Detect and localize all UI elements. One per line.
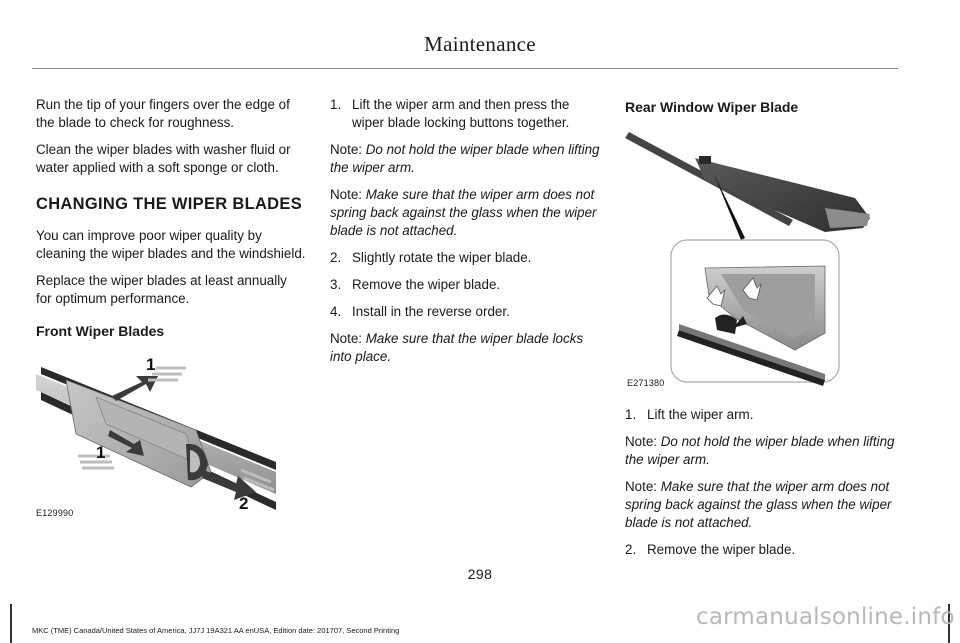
rear-step-1: 1. Lift the wiper arm. (625, 406, 900, 424)
middle-column: 1. Lift the wiper arm and then press the… (330, 96, 602, 375)
note-text: Do not hold the wiper blade when lifting… (625, 434, 895, 467)
step-number: 2. (330, 250, 342, 265)
rear-note-1: Note: Do not hold the wiper blade when l… (625, 433, 900, 469)
note-label: Note: (625, 479, 658, 494)
step-text: Slightly rotate the wiper blade. (352, 250, 532, 265)
step-text: Lift the wiper arm. (647, 407, 754, 422)
front-wiper-drawing (36, 366, 276, 510)
rear-wiper-drawing (625, 132, 870, 386)
section-title: CHANGING THE WIPER BLADES (36, 195, 303, 213)
note-text: Make sure that the wiper arm does not sp… (625, 479, 892, 530)
crop-mark-left (10, 604, 12, 643)
paragraph-improve-quality: You can improve poor wiper quality by cl… (36, 228, 306, 261)
note-1: Note: Do not hold the wiper blade when l… (330, 141, 602, 177)
paragraph-clean-blades: Clean the wiper blades with washer fluid… (36, 142, 291, 175)
step-4: 4. Install in the reverse order. (330, 303, 602, 321)
note-label: Note: (330, 187, 363, 202)
edition-footer: MKC (TME) Canada/United States of Americ… (32, 626, 400, 635)
step-1: 1. Lift the wiper arm and then press the… (330, 96, 602, 132)
note-text: Make sure that the wiper blade locks int… (330, 331, 584, 364)
step-3: 3. Remove the wiper blade. (330, 276, 602, 294)
header-divider (32, 68, 898, 69)
page-title: Maintenance (424, 32, 536, 56)
left-column: Run the tip of your fingers over the edg… (36, 96, 306, 527)
front-wiper-illustration: 1 1 2 E129990 (36, 352, 276, 527)
front-wiper-title: Front Wiper Blades (36, 323, 165, 339)
step-2: 2. Slightly rotate the wiper blade. (330, 249, 602, 267)
rear-wiper-title: Rear Window Wiper Blade (625, 99, 799, 115)
step-text: Remove the wiper blade. (647, 542, 796, 557)
step-number: 1. (330, 97, 342, 112)
figure-code: E271380 (627, 378, 665, 388)
note-3: Note: Make sure that the wiper blade loc… (330, 330, 602, 366)
step-text: Lift the wiper arm and then press the wi… (352, 97, 570, 130)
crop-mark-right (948, 604, 950, 643)
rear-note-2: Note: Make sure that the wiper arm does … (625, 478, 900, 532)
figure-code: E129990 (36, 508, 74, 518)
note-label: Note: (625, 434, 658, 449)
step-number: 1. (625, 407, 637, 422)
note-label: Note: (330, 331, 363, 346)
paragraph-replace-annually: Replace the wiper blades at least annual… (36, 273, 287, 306)
step-text: Remove the wiper blade. (352, 277, 501, 292)
note-label: Note: (330, 142, 363, 157)
rear-wiper-illustration: E271380 (625, 128, 875, 396)
watermark: carmanualsonline.info (696, 604, 955, 630)
page-number: 298 (467, 566, 493, 582)
rear-step-2: 2. Remove the wiper blade. (625, 541, 900, 559)
right-column: Rear Window Wiper Blade (625, 96, 900, 568)
step-number: 2. (625, 542, 637, 557)
note-2: Note: Make sure that the wiper arm does … (330, 186, 602, 240)
paragraph-check-roughness: Run the tip of your fingers over the edg… (36, 97, 290, 130)
note-text: Make sure that the wiper arm does not sp… (330, 187, 597, 238)
step-number: 4. (330, 304, 342, 319)
callout-1-top: 1 (146, 355, 156, 374)
step-number: 3. (330, 277, 342, 292)
callout-1-bottom: 1 (96, 443, 106, 462)
step-text: Install in the reverse order. (352, 304, 510, 319)
note-text: Do not hold the wiper blade when lifting… (330, 142, 600, 175)
callout-2: 2 (239, 494, 249, 513)
